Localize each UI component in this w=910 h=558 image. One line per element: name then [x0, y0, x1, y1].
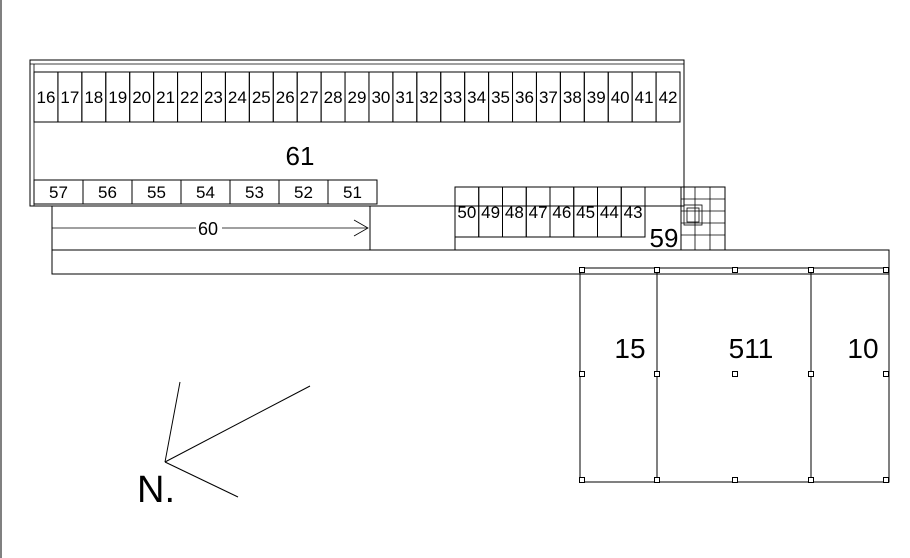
column-marker — [654, 371, 660, 377]
lower-row-unit-label: 56 — [98, 183, 117, 202]
top-row-unit-label: 24 — [228, 88, 247, 107]
north-arrow-line — [164, 461, 239, 498]
column-marker — [883, 477, 889, 483]
top-row-unit-label: 17 — [60, 88, 79, 107]
top-row-unit-label: 32 — [419, 88, 438, 107]
north-arrow-line — [164, 381, 181, 463]
east-row-unit-label: 45 — [576, 203, 595, 222]
top-row-unit-cell — [655, 71, 681, 123]
room-label-left: 15 — [614, 333, 645, 364]
column-marker — [654, 477, 660, 483]
top-row-unit-label: 41 — [635, 88, 654, 107]
top-row-unit-label: 36 — [515, 88, 534, 107]
column-marker — [579, 267, 585, 273]
east-row-unit-label: 43 — [624, 203, 643, 222]
top-row-unit-label: 20 — [132, 88, 151, 107]
column-marker — [808, 371, 814, 377]
column-marker — [883, 371, 889, 377]
north-arrow-line — [164, 385, 311, 463]
top-row-unit-label: 29 — [348, 88, 367, 107]
column-marker — [732, 477, 738, 483]
column-marker — [579, 477, 585, 483]
column-marker — [579, 371, 585, 377]
east-row-unit-label: 49 — [481, 203, 500, 222]
lower-row-unit-label: 53 — [245, 183, 264, 202]
top-row-unit-label: 30 — [371, 88, 390, 107]
corridor-label: 60 — [198, 219, 218, 239]
top-row-unit-label: 26 — [276, 88, 295, 107]
east-row-unit-label: 48 — [505, 203, 524, 222]
top-row-unit-label: 23 — [204, 88, 223, 107]
main-hall-label: 61 — [286, 141, 315, 171]
top-row-unit-label: 42 — [659, 88, 678, 107]
top-row-unit-label: 25 — [252, 88, 271, 107]
top-row-unit-label: 34 — [467, 88, 486, 107]
east-row-unit-label: 47 — [529, 203, 548, 222]
column-marker — [732, 267, 738, 273]
lower-row-unit-label: 52 — [294, 183, 313, 202]
stair-area-label: 59 — [650, 223, 679, 253]
lower-row-units: 57 56 55 54 53 52 51 — [33, 179, 378, 205]
column-marker — [654, 267, 660, 273]
east-row-unit-label: 44 — [600, 203, 619, 222]
stair-landing-inner — [686, 207, 700, 223]
column-marker — [732, 371, 738, 377]
lower-row-unit-label: 51 — [343, 183, 362, 202]
top-row-unit-label: 27 — [300, 88, 319, 107]
stair-area — [680, 186, 726, 251]
column-marker — [808, 267, 814, 273]
lower-row-unit-label: 54 — [196, 183, 215, 202]
stair-landing — [683, 204, 703, 226]
top-row-unit-label: 33 — [443, 88, 462, 107]
top-row-unit-label: 16 — [37, 88, 56, 107]
room-label-right: 10 — [847, 333, 878, 364]
top-row-unit-label: 31 — [395, 88, 414, 107]
corridor-arrowhead — [353, 219, 369, 237]
lower-row-unit-label: 55 — [147, 183, 166, 202]
top-row-unit-label: 37 — [539, 88, 558, 107]
column-marker — [883, 267, 889, 273]
connecting-strip — [51, 249, 890, 275]
lower-row-unit-cell — [327, 179, 378, 205]
room-label-center: 511 — [729, 333, 774, 364]
top-row-unit-label: 18 — [84, 88, 103, 107]
top-row-unit-label: 39 — [587, 88, 606, 107]
structural-columns — [579, 267, 889, 483]
top-row-unit-label: 35 — [491, 88, 510, 107]
top-row-unit-label: 40 — [611, 88, 630, 107]
top-row-unit-label: 19 — [108, 88, 127, 107]
east-row-unit-cell — [620, 186, 646, 238]
east-row-unit-label: 46 — [552, 203, 571, 222]
top-row-unit-label: 22 — [180, 88, 199, 107]
column-marker — [808, 477, 814, 483]
top-row-unit-label: 38 — [563, 88, 582, 107]
lower-row-unit-label: 57 — [49, 183, 68, 202]
north-label: N. — [137, 469, 175, 511]
top-row-unit-label: 28 — [324, 88, 343, 107]
east-row-unit-label: 50 — [457, 203, 476, 222]
top-row-unit-label: 21 — [156, 88, 175, 107]
